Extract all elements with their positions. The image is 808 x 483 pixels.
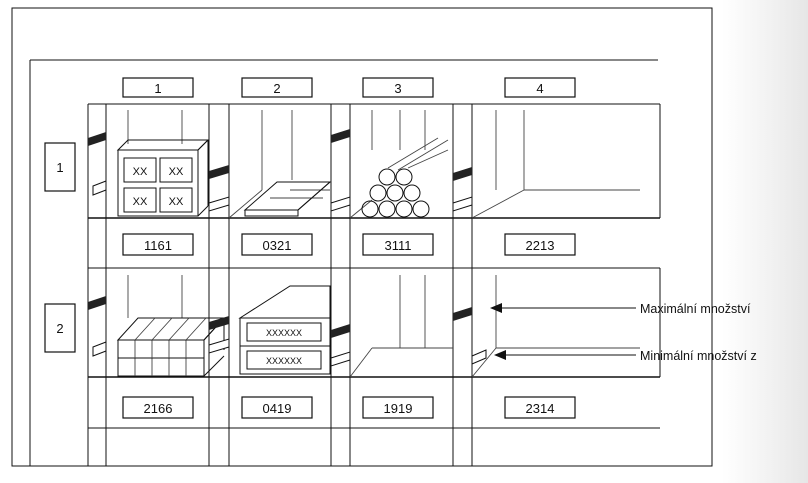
bin-codes-row1: 1161 0321 3111 2213 [123,234,575,255]
bin-code: 3111 [385,238,412,253]
annotation-arrows [490,303,636,360]
bin-code: 1919 [384,401,413,416]
row-header-label: 1 [56,160,63,175]
outer-frame [12,8,712,466]
flat-boards-row1-bin2 [245,182,330,216]
bin-code: 2314 [526,401,555,416]
carton-mark: XX [169,196,184,208]
column-header-label: 4 [536,81,543,96]
column-header-label: 3 [394,81,401,96]
bin-code: 0419 [263,401,292,416]
row-headers: 1 2 [45,143,75,352]
column-header-label: 1 [154,81,161,96]
min-quantity-label: Minimální množství z [640,349,757,363]
row-header-label: 2 [56,321,63,336]
carton-label-mark: XXXXXX [266,356,302,366]
bin-codes-row2: 2166 0419 1919 2314 [123,397,575,418]
stacked-cylinders-row1-bin3 [362,138,448,217]
bin-code: 1161 [144,238,172,253]
column-headers: 1 2 3 4 [123,78,575,97]
labelled-cartons-row2-bin2: XXXXXX XXXXXX [240,286,330,374]
carton-mark: XX [169,166,184,178]
carton-mark: XX [133,196,148,208]
bin-code: 2166 [144,401,173,416]
bin-code: 0321 [263,238,292,253]
stacked-cartons-row1-bin1: XX XX XX XX [118,140,208,216]
bin-code: 2213 [526,238,555,253]
carton-mark: XX [133,166,148,178]
small-boxes-row2-bin1 [118,318,224,376]
max-quantity-label: Maximální množství [640,302,751,316]
min-arrow-head [494,350,506,360]
column-header-label: 2 [273,81,280,96]
min-level-markers [93,181,486,366]
carton-label-mark: XXXXXX [266,328,302,338]
